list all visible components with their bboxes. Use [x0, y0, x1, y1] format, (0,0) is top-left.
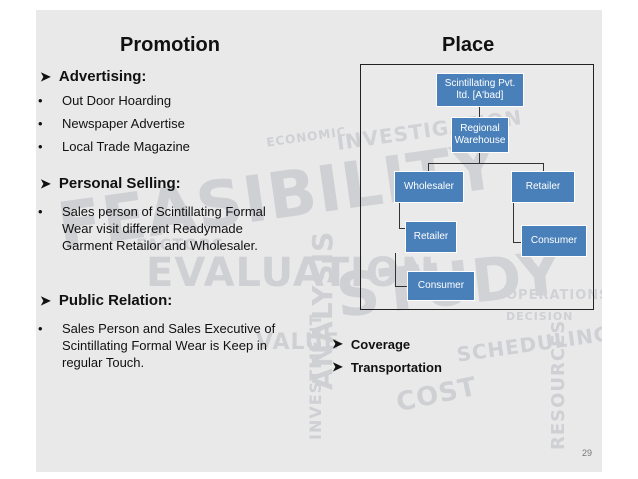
watermark-word: EVALUATION — [146, 250, 436, 296]
public-relation-heading: ➤ Public Relation: — [40, 292, 172, 309]
list-item: •Sales Person and Sales Executive of Sci… — [38, 321, 276, 370]
transportation-point: ➤ Transportation — [332, 359, 442, 375]
watermark-word: VALUE — [256, 330, 340, 355]
public-relation-heading-label: Public Relation: — [58, 292, 173, 309]
connector-line — [428, 163, 429, 171]
arrow-bullet-icon: ➤ — [332, 359, 343, 374]
watermark-word: OPERATIONS — [506, 288, 602, 303]
connector-line — [399, 228, 405, 229]
connector-line — [428, 163, 543, 164]
node-retailer-left: Retailer — [405, 221, 457, 253]
node-wholesaler: Wholesaler — [394, 171, 464, 203]
personal-selling-heading: ➤ Personal Selling: — [40, 175, 181, 192]
node-retailer-right: Retailer — [511, 171, 575, 203]
personal-selling-heading-label: Personal Selling: — [58, 175, 181, 192]
list-item: •Sales person of Scintillating Formal We… — [38, 204, 266, 253]
bullet-icon: • — [38, 93, 43, 108]
arrow-bullet-icon: ➤ — [40, 292, 51, 308]
connector-line — [395, 286, 407, 287]
connector-line — [399, 202, 400, 229]
node-regional-warehouse: Regional Warehouse — [451, 117, 509, 153]
list-item: •Newspaper Advertise — [38, 116, 185, 131]
advertising-heading: ➤ Advertising: — [40, 68, 146, 85]
connector-line — [513, 202, 514, 243]
advertising-heading-label: Advertising: — [58, 68, 147, 85]
promotion-heading: Promotion — [120, 34, 220, 56]
distribution-channel-diagram: Scintillating Pvt. ltd. [A'bad] Regional… — [360, 64, 594, 310]
watermark-word: DECISION — [506, 310, 574, 323]
list-item: •Out Door Hoarding — [38, 93, 172, 108]
arrow-bullet-icon: ➤ — [332, 336, 343, 351]
page-number: 29 — [581, 448, 592, 458]
connector-line — [395, 253, 396, 287]
bullet-icon: • — [38, 321, 43, 336]
connector-line — [479, 153, 480, 163]
watermark-word: FACTORS — [136, 235, 225, 254]
slide: FEASIBILITY EVALUATION STUDY ANALYSIS IN… — [36, 10, 602, 472]
watermark-word: SCHEDULING — [455, 321, 602, 367]
bullet-icon: • — [38, 116, 43, 131]
list-item: •Local Trade Magazine — [38, 139, 190, 154]
arrow-bullet-icon: ➤ — [40, 68, 51, 84]
place-heading: Place — [442, 34, 495, 56]
node-consumer-left: Consumer — [407, 271, 475, 301]
connector-line — [479, 105, 480, 117]
bullet-icon: • — [38, 139, 43, 154]
connector-line — [513, 242, 521, 243]
node-consumer-right: Consumer — [521, 225, 587, 257]
watermark-word: COST — [393, 371, 480, 419]
connector-line — [543, 163, 544, 171]
coverage-point: ➤ Coverage — [332, 336, 411, 352]
arrow-bullet-icon: ➤ — [40, 175, 51, 191]
bullet-icon: • — [38, 204, 43, 219]
node-scintillating: Scintillating Pvt. ltd. [A'bad] — [436, 73, 524, 107]
